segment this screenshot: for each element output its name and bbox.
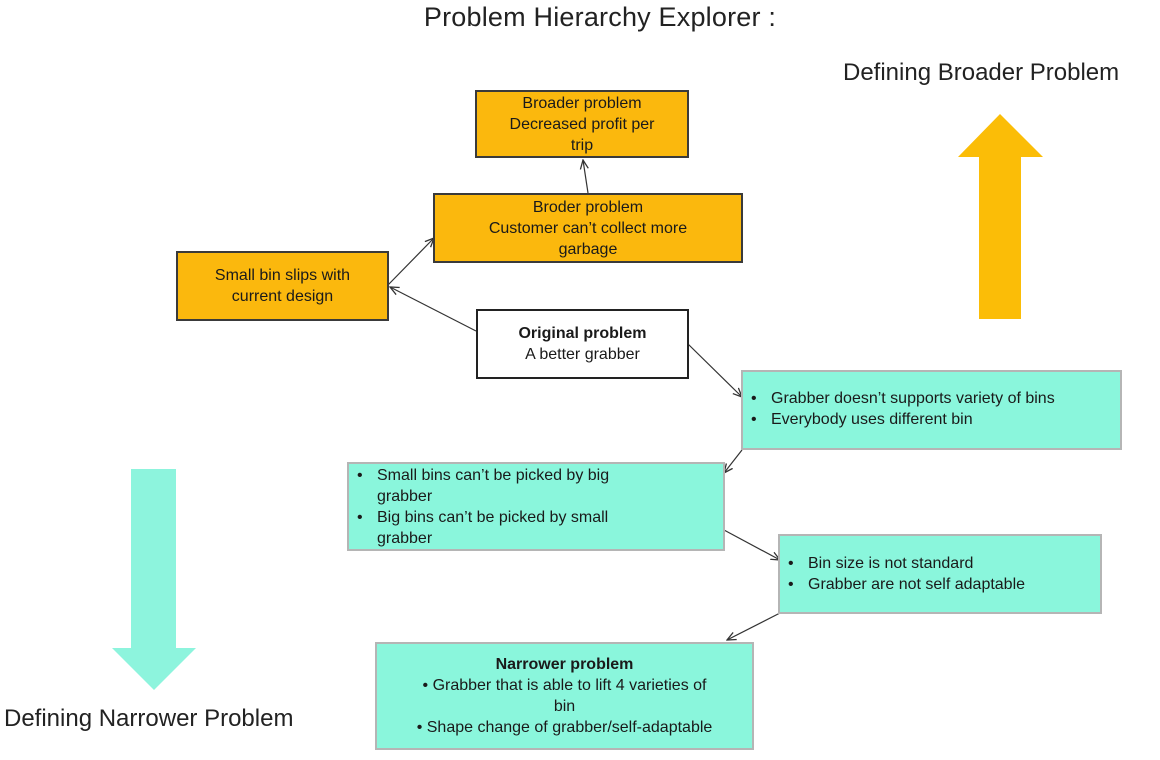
- connector-original-to-smallbin: [390, 287, 477, 332]
- list-item: Grabber that is able to lift 4 varieties…: [377, 675, 752, 717]
- teal-box-1: Grabber doesn’t supports variety of bins…: [741, 370, 1122, 450]
- box-line: Small bin slips with: [214, 267, 351, 284]
- down-arrow-icon: [112, 469, 196, 690]
- box-line: Decreased profit per: [509, 115, 655, 133]
- broder-problem-box: Broder problem Customer can’t collect mo…: [433, 193, 743, 263]
- box-line: Customer can’t collect more: [488, 219, 688, 237]
- teal-box-3: Bin size is not standard Grabber are not…: [778, 534, 1102, 614]
- page-title: Problem Hierarchy Explorer :: [423, 2, 777, 32]
- connector-teal3-to-narrower: [727, 612, 781, 640]
- original-problem-heading: Original problem: [518, 325, 647, 342]
- teal-box-2: Small bins can’t be picked by big grabbe…: [347, 462, 725, 551]
- box-line: garbage: [558, 240, 618, 258]
- broader-problem-box: Broader problem Decreased profit per tri…: [475, 90, 689, 158]
- small-bin-box: Small bin slips with current design: [176, 251, 389, 321]
- connector-teal1-to-teal2: [724, 449, 743, 473]
- connector-original-to-teal1: [687, 343, 742, 397]
- list-item: Big bins can’t be picked by small grabbe…: [349, 507, 723, 549]
- list-item: Bin size is not standard: [780, 553, 1100, 574]
- box-line: Broder problem: [532, 198, 644, 216]
- connector-smallbin-to-mid: [387, 238, 434, 286]
- connector-teal2-to-teal3: [723, 529, 780, 560]
- up-arrow-icon: [958, 114, 1043, 319]
- list-item-line: Grabber that is able to lift 4 varieties…: [432, 677, 707, 694]
- list-item: Everybody uses different bin: [743, 409, 1120, 430]
- list-item: Grabber are not self adaptable: [780, 574, 1100, 595]
- list-item-line: grabber: [377, 488, 433, 505]
- original-problem-text: A better grabber: [525, 346, 640, 363]
- box-line: current design: [231, 288, 334, 305]
- box-line: trip: [570, 136, 594, 154]
- list-item-line: grabber: [377, 530, 433, 547]
- list-item-line: Big bins can’t be picked by small: [377, 509, 609, 526]
- list-item-line: Small bins can’t be picked by big: [377, 467, 610, 484]
- box-line: Broader problem: [522, 94, 642, 112]
- connector-mid-to-top: [583, 160, 588, 194]
- list-item: Grabber doesn’t supports variety of bins: [743, 388, 1120, 409]
- list-item: Shape change of grabber/self-adaptable: [377, 717, 752, 738]
- original-problem-box: Original problem A better grabber: [476, 309, 689, 379]
- narrower-problem-heading: Narrower problem: [495, 656, 634, 673]
- list-item: Small bins can’t be picked by big grabbe…: [349, 465, 723, 507]
- narrower-direction-label: Defining Narrower Problem: [4, 705, 294, 732]
- list-item-line: bin: [553, 698, 576, 715]
- narrower-problem-box: Narrower problem Grabber that is able to…: [375, 642, 754, 750]
- broader-direction-label: Defining Broader Problem: [843, 59, 1120, 86]
